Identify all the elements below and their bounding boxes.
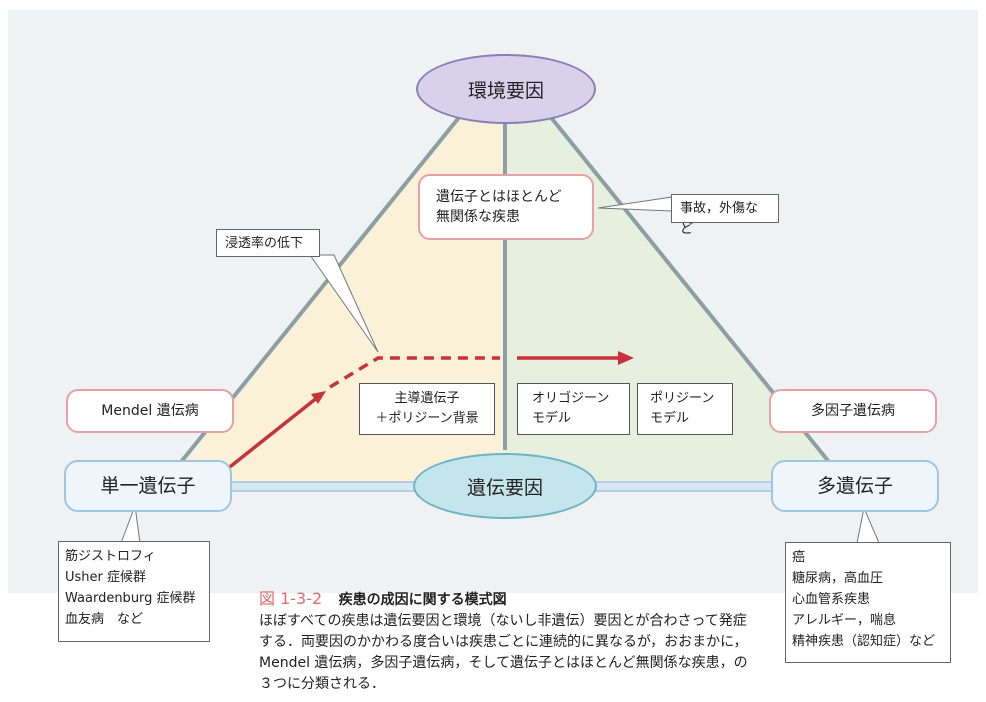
mendel-examples-list: 筋ジストロフィ Usher 症候群 Waardenburg 症候群 血友病 など [58,541,210,642]
list-item: 糖尿病，高血圧 [792,571,884,586]
multifactor-disease-box: 多因子遺伝病 [769,389,937,433]
oligogene-model-box: オリゴジーン モデル [517,383,630,435]
list-item: 精神疾患（認知症）など [792,634,936,649]
penetrance-text: 浸透率の低下 [225,236,304,251]
penetrance-callout-tail [309,254,379,353]
single-gene-node: 単一遺伝子 [64,460,232,512]
list-item: 癌 [792,550,806,565]
single-gene-label: 単一遺伝子 [100,475,196,497]
environment-factor-label: 環境要因 [467,79,544,102]
oligogene-line2: モデル [532,411,572,426]
major-gene-line1: 主導遺伝子 [394,391,460,406]
list-item: アレルギー，喘息 [792,613,897,628]
polygene-line1: ポリジーン [650,391,715,406]
arrow-head-left [311,391,326,404]
multifactor-examples-list: 癌 糖尿病，高血圧 心血管系疾患 アレルギー，喘息 精神疾患（認知症）など [785,542,951,663]
unrelated-line2: 無関係な疾患 [436,209,520,225]
polygene-line2: モデル [650,411,690,426]
mendel-label: Mendel 遺伝病 [101,403,199,419]
accident-callout: 事故，外傷など [671,194,779,237]
unrelated-line1: 遺伝子とはほとんど [436,189,562,205]
penetrance-callout: 浸透率の低下 [216,229,320,257]
list-item: 心血管系疾患 [792,592,871,607]
list-item: Waardenburg 症候群 [65,591,196,606]
arrow-dashed-penetrance [329,356,500,389]
genetic-factor-node: 遺伝要因 [413,453,597,519]
caption-body: ほぼすべての疾患は遺伝要因と環境（ないし非遺伝）要因とが合わさって発症する．両要… [259,613,748,692]
major-gene-model-box: 主導遺伝子 ＋ポリジーン背景 [359,383,495,435]
multi-gene-label: 多遺伝子 [816,475,893,497]
list-item: Usher 症候群 [65,570,147,585]
caption-heading: 図 1-3-2 疾患の成因に関する模式図 [259,588,749,611]
multifactor-label: 多因子遺伝病 [811,403,895,419]
oligogene-line1: オリゴジーン [532,391,610,406]
figure-title: 疾患の成因に関する模式図 [338,592,507,608]
environment-factor-node: 環境要因 [416,54,596,124]
major-gene-line2: ＋ポリジーン背景 [375,411,479,426]
multi-gene-node: 多遺伝子 [771,460,939,512]
right-examples-tail [856,506,880,544]
unrelated-disease-box: 遺伝子とはほとんど 無関係な疾患 [418,174,594,240]
list-item: 筋ジストロフィ [65,549,156,564]
accident-text: 事故，外傷など [680,201,759,237]
mendel-disease-box: Mendel 遺伝病 [66,389,234,433]
arrow-head-right [618,351,634,365]
arrow-solid-left [224,395,320,472]
figure-number: 図 1-3-2 [259,589,323,608]
polygene-model-box: ポリジーン モデル [637,383,733,435]
figure-caption: 図 1-3-2 疾患の成因に関する模式図 ほぼすべての疾患は遺伝要因と環境（ない… [259,588,749,695]
list-item: 血友病 など [65,612,144,627]
genetic-factor-label: 遺伝要因 [466,476,543,499]
